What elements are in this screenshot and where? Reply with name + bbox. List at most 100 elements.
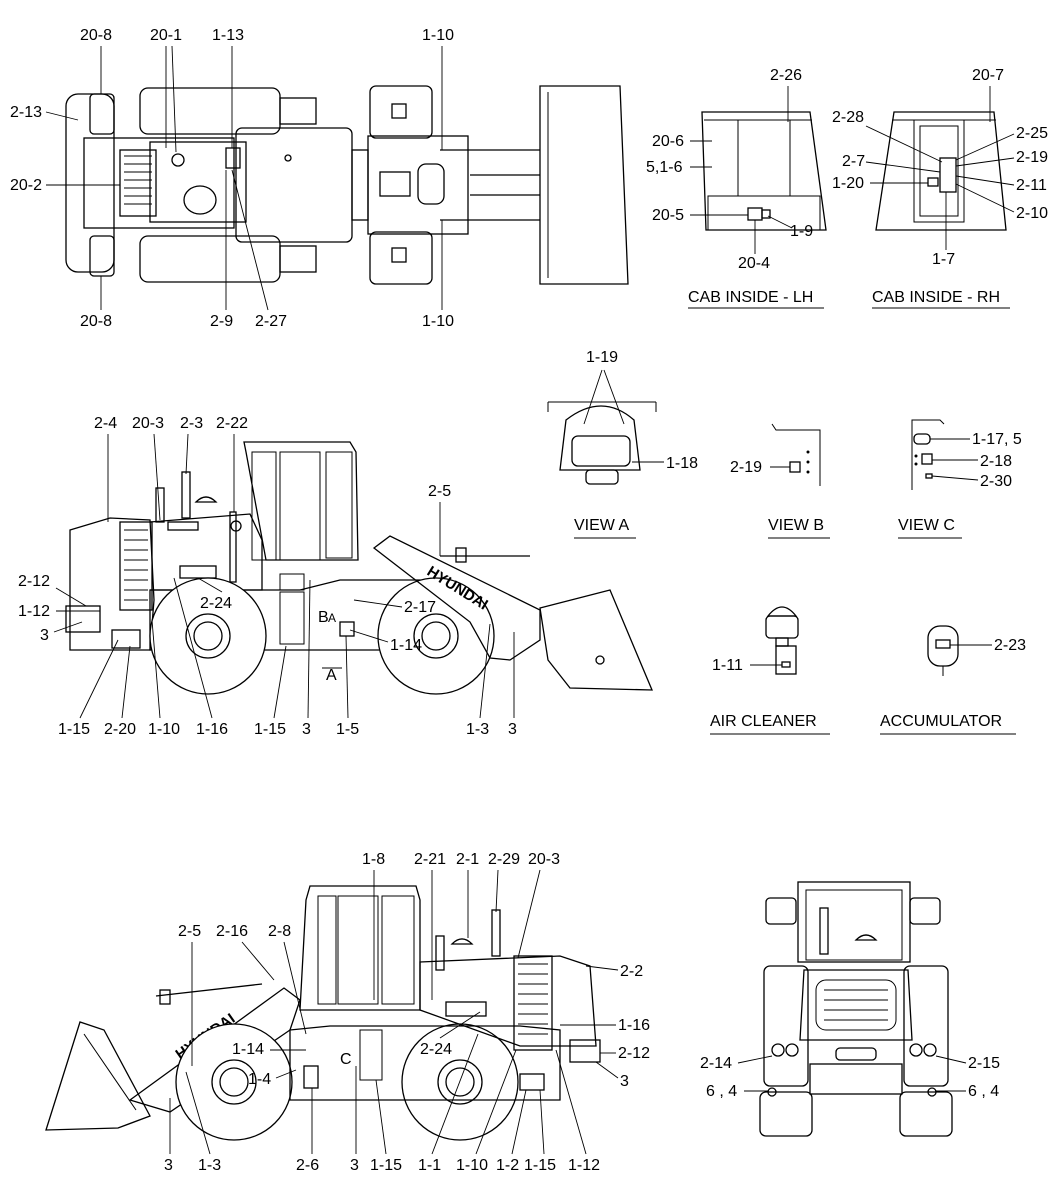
callout: 20-1 (150, 27, 182, 44)
callout: 1-12 (568, 1157, 600, 1174)
callout: 2-7 (842, 153, 865, 170)
callout: 1-16 (618, 1017, 650, 1034)
callout: 1-14 (232, 1041, 264, 1058)
callout: 2-16 (216, 923, 248, 940)
boom-arm (372, 535, 541, 661)
marker-c: C (340, 1051, 352, 1068)
callout: 2-4 (94, 415, 117, 432)
bucket-top (539, 85, 629, 285)
rear-cab (797, 881, 911, 963)
callout: 20-3 (132, 415, 164, 432)
callout: 1-15 (254, 721, 286, 738)
callout: 20-4 (738, 255, 770, 272)
callout: 2-24 (200, 595, 232, 612)
rear-grille-panel (799, 969, 913, 1041)
callout: 1-8 (362, 851, 385, 868)
top-view (65, 85, 629, 285)
callout: 20-6 (652, 133, 684, 150)
callout: 2-18 (980, 453, 1012, 470)
callout: 1-1 (418, 1157, 441, 1174)
boom-arm-right (128, 987, 301, 1113)
bucket-side-right (45, 1021, 151, 1131)
top-view-callouts: 20-8 20-1 1-13 1-10 2-13 20-2 20-8 2-9 2… (10, 27, 454, 330)
right-side-view: HYUNDAI (45, 885, 601, 1141)
callout: 2-19 (730, 459, 762, 476)
callout: 2-8 (268, 923, 291, 940)
callout: 1-13 (212, 27, 244, 44)
callout: 1-16 (196, 721, 228, 738)
callout: 2-5 (428, 483, 451, 500)
callout: 2-1 (456, 851, 479, 868)
callout: 1-15 (58, 721, 90, 738)
left-side-callouts: 2-4 20-3 2-3 2-22 2-5 2-12 1-12 3 2-24 2… (18, 415, 517, 738)
callout: 2-9 (210, 313, 233, 330)
view-a: 1-19 1-18 VIEW A (547, 349, 698, 539)
callout: 1-20 (832, 175, 864, 192)
view-title-accumulator: ACCUMULATOR (880, 713, 1002, 730)
callout: 2-22 (216, 415, 248, 432)
front-wheel-right (175, 1023, 293, 1141)
rear-wheel-right-view (903, 965, 949, 1087)
callout: 1-3 (466, 721, 489, 738)
callout: 20-2 (10, 177, 42, 194)
callout: 3 (40, 627, 49, 644)
callout: 2-3 (180, 415, 203, 432)
callout: 1-4 (248, 1071, 271, 1088)
callout: 2-30 (980, 473, 1012, 490)
callout: 3 (508, 721, 517, 738)
callout: 20-5 (652, 207, 684, 224)
callout: 2-26 (770, 67, 802, 84)
view-c: 1-17, 5 2-18 2-30 VIEW C (898, 419, 1022, 539)
callout: 2-29 (488, 851, 520, 868)
air-cleaner-view: 1-11 AIR CLEANER (710, 606, 830, 735)
callout: 2-12 (18, 573, 50, 590)
callout: 1-17, 5 (972, 431, 1022, 448)
callout: 1-10 (456, 1157, 488, 1174)
bucket-side (539, 589, 653, 691)
callout: 3 (350, 1157, 359, 1174)
callout: 6 , 4 (968, 1083, 999, 1100)
callout: 1-5 (336, 721, 359, 738)
callout: 1-18 (666, 455, 698, 472)
callout: 6 , 4 (706, 1083, 737, 1100)
cab-roof (235, 127, 353, 243)
callout: 2-24 (420, 1041, 452, 1058)
callout: 20-8 (80, 27, 112, 44)
callout: 2-13 (10, 104, 42, 121)
callout: 2-19 (1016, 149, 1048, 166)
accumulator-view: 2-23 ACCUMULATOR (880, 625, 1026, 735)
callout: 1-15 (524, 1157, 556, 1174)
callout: 1-10 (422, 27, 454, 44)
callout: 2-25 (1016, 125, 1048, 142)
callout: 5,1-6 (646, 159, 683, 176)
callout: 2-15 (968, 1055, 1000, 1072)
marker-a: A (328, 611, 336, 625)
view-markers-right: C (340, 1051, 352, 1068)
callout: 2-14 (700, 1055, 732, 1072)
callout: 2-12 (618, 1045, 650, 1062)
callout: 2-11 (1016, 177, 1047, 194)
marker-a-arrow: A (326, 667, 337, 684)
callout: 3 (164, 1157, 173, 1174)
callout: 1-3 (198, 1157, 221, 1174)
cab-inside-rh-view: 20-7 2-28 2-25 2-19 2-7 1-20 2-11 2-10 1… (832, 67, 1048, 309)
callout: 1-7 (932, 251, 955, 268)
left-side-view: HYUNDAI (65, 441, 653, 695)
callout: 1-9 (790, 223, 813, 240)
callout: 1-12 (18, 603, 50, 620)
callout: 3 (302, 721, 311, 738)
callout: 2-10 (1016, 205, 1048, 222)
front-wheel (377, 577, 495, 695)
cab-side (243, 441, 359, 561)
cab-inside-lh-view: 2-26 20-6 5,1-6 20-5 20-4 1-9 CAB INSIDE… (646, 67, 827, 309)
radiator-grille (119, 149, 157, 217)
callout: 20-7 (972, 67, 1004, 84)
callout: 1-14 (390, 637, 422, 654)
marker-b: B (318, 609, 329, 626)
rear-view: 2-14 2-15 6 , 4 6 , 4 (700, 881, 1000, 1137)
callout: 1-10 (148, 721, 180, 738)
rear-grille (119, 521, 153, 611)
view-b: 2-19 VIEW B (730, 423, 830, 539)
callout: 20-3 (528, 851, 560, 868)
